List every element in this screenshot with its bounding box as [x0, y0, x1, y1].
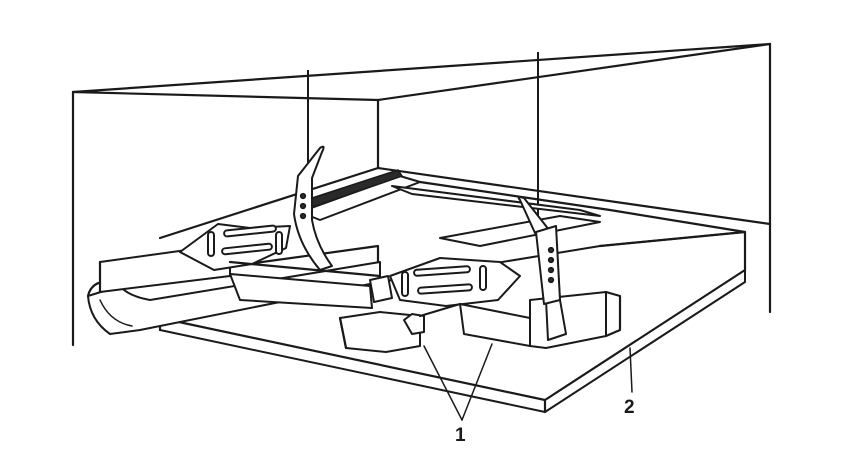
- right-hanger-plate: [535, 225, 561, 305]
- back-cross-profile: [439, 215, 601, 247]
- left-cross-slot-1: [223, 224, 277, 238]
- right-cross-slot-1: [413, 265, 471, 277]
- right-hanger: [517, 196, 567, 341]
- leader-1-right: [461, 343, 493, 421]
- right-cross-slot-3: [401, 271, 409, 297]
- hanger-hole: [299, 202, 307, 210]
- wall-top-edge: [71, 42, 772, 94]
- left-cross-connector: [179, 223, 291, 271]
- center-channel-end: [369, 275, 393, 303]
- left-hanger: [293, 145, 333, 271]
- back-profiles: [299, 169, 747, 247]
- center-channel: [228, 260, 393, 309]
- callout-label-1: 1: [455, 425, 466, 446]
- hanger-hole: [547, 276, 555, 284]
- left-cross-slot-3: [207, 231, 215, 257]
- right-cross-connector: [389, 257, 521, 307]
- front-profile-joint: [418, 302, 462, 318]
- ceiling-corner-line: [71, 42, 772, 102]
- right-cross-slot-4: [479, 265, 487, 291]
- center-channel-side: [229, 273, 373, 309]
- wall-floor-line-left: [158, 166, 380, 240]
- hanger-hole: [299, 192, 307, 200]
- front-profiles: [338, 290, 622, 353]
- front-profile-notch: [403, 313, 425, 335]
- ceiling-panel: [158, 230, 747, 414]
- hanger-hole: [547, 266, 555, 274]
- right-end-profile-side: [604, 290, 622, 338]
- leader-lines: [423, 343, 633, 421]
- left-hanger-body: [293, 145, 333, 271]
- wall-floor-line-right: [376, 166, 772, 226]
- right-cross-slot-2: [417, 283, 473, 295]
- hanger-hole: [547, 256, 555, 264]
- left-cross-slot-2: [221, 242, 273, 256]
- right-hanger-body: [517, 196, 567, 341]
- leader-2: [629, 347, 633, 393]
- suspension-wires: [307, 52, 539, 222]
- callout-label-2: 2: [624, 397, 635, 418]
- front-profile-left-edge: [338, 316, 348, 350]
- room-walls: [71, 42, 772, 347]
- channel-curl: [99, 299, 133, 327]
- left-cross-slot-4: [275, 231, 283, 255]
- back-profile-b: [391, 185, 601, 217]
- back-profile-edge: [418, 180, 747, 234]
- hanger-hole: [547, 246, 555, 254]
- panel-front-top: [158, 316, 547, 402]
- leader-1-left: [423, 345, 463, 421]
- hanger-hole: [299, 212, 307, 220]
